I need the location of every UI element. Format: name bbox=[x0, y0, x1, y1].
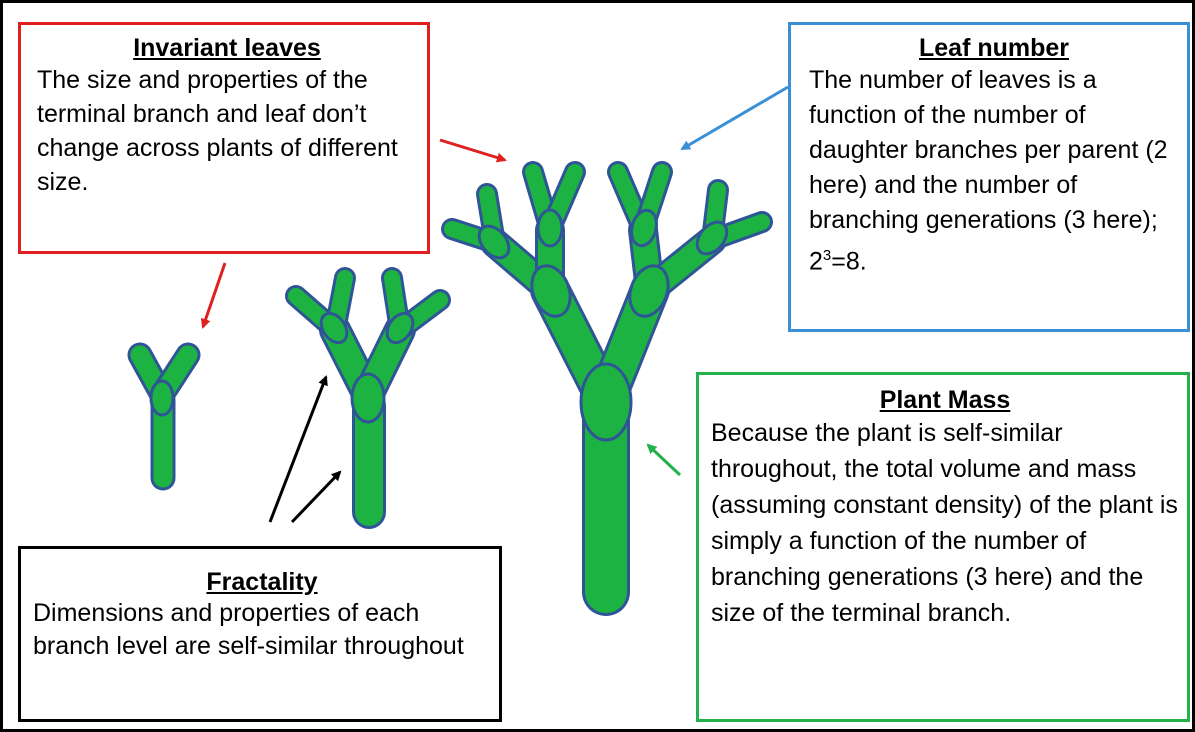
invariant-leaves-box: Invariant leaves The size and properties… bbox=[18, 22, 430, 254]
leaf-number-text-main: The number of leaves is a function of th… bbox=[809, 66, 1168, 275]
fractality-box: Fractality Dimensions and properties of … bbox=[18, 546, 502, 722]
invariant-leaves-text: The size and properties of the terminal … bbox=[37, 63, 417, 199]
leaf-number-text-end: =8. bbox=[831, 247, 866, 275]
fractality-title: Fractality bbox=[33, 567, 491, 597]
fractality-text: Dimensions and properties of each branch… bbox=[33, 597, 491, 663]
arrow-invariant-to-small-leaf bbox=[203, 263, 225, 327]
arrow-mass-to-trunk bbox=[648, 445, 680, 475]
leaf-number-box: Leaf number The number of leaves is a fu… bbox=[788, 22, 1190, 332]
plant-mass-text: Because the plant is self-similar throug… bbox=[711, 415, 1179, 631]
plant-mass-title: Plant Mass bbox=[711, 385, 1179, 415]
arrow-fractality-to-trunk bbox=[292, 472, 340, 522]
leaf-number-text: The number of leaves is a function of th… bbox=[809, 63, 1179, 279]
leaf-number-title: Leaf number bbox=[809, 33, 1179, 63]
arrow-invariant-to-large-leaf bbox=[440, 140, 505, 160]
arrow-leafnumber-to-leaves bbox=[682, 87, 788, 149]
leaf-number-superscript: 3 bbox=[823, 247, 831, 264]
plant-mass-box: Plant Mass Because the plant is self-sim… bbox=[696, 372, 1190, 722]
plant-small bbox=[140, 355, 188, 478]
invariant-leaves-title: Invariant leaves bbox=[37, 33, 417, 63]
arrow-fractality-to-branch bbox=[270, 377, 326, 522]
